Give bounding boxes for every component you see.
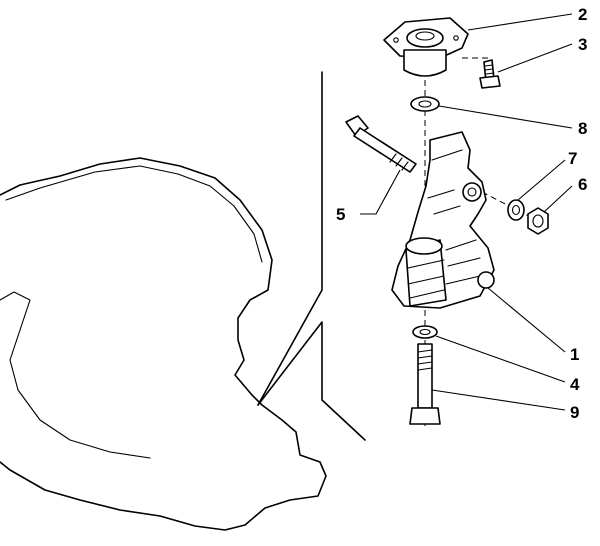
- small-bolt-part: [479, 59, 501, 89]
- engine-support-line: [257, 71, 323, 406]
- engine-block-lower-contour: [0, 291, 151, 459]
- callout-3: 3: [578, 35, 587, 54]
- leader-5: [360, 169, 401, 215]
- leader-1: [487, 287, 566, 353]
- callout-9: 9: [570, 403, 579, 422]
- callout-2: 2: [578, 5, 587, 24]
- callout-4: 4: [570, 375, 580, 394]
- upper-mount-part: [383, 17, 469, 77]
- leader-7: [517, 159, 566, 201]
- callout-8: 8: [578, 119, 587, 138]
- lower-washer-part: [412, 325, 438, 339]
- long-bolt-part: [345, 115, 417, 173]
- leader-6: [543, 185, 573, 213]
- callout-7: 7: [568, 149, 577, 168]
- lower-bolt-part: [409, 343, 441, 425]
- washer-top-part: [410, 96, 440, 112]
- washer-side-part: [507, 199, 525, 221]
- leader-3: [497, 43, 573, 73]
- callout-5: 5: [336, 205, 345, 224]
- callout-6: 6: [578, 175, 587, 194]
- leader-9: [431, 389, 566, 411]
- leader-8: [438, 105, 573, 129]
- engine-block-outline: [0, 157, 327, 531]
- engine-support-line-lower: [257, 321, 366, 441]
- leader-4: [435, 335, 566, 383]
- engine-block-inner-line: [5, 165, 263, 263]
- nut-part: [527, 207, 549, 235]
- engine-mount-bracket-part: [391, 131, 495, 309]
- leader-2: [467, 13, 573, 31]
- callout-1: 1: [570, 345, 579, 364]
